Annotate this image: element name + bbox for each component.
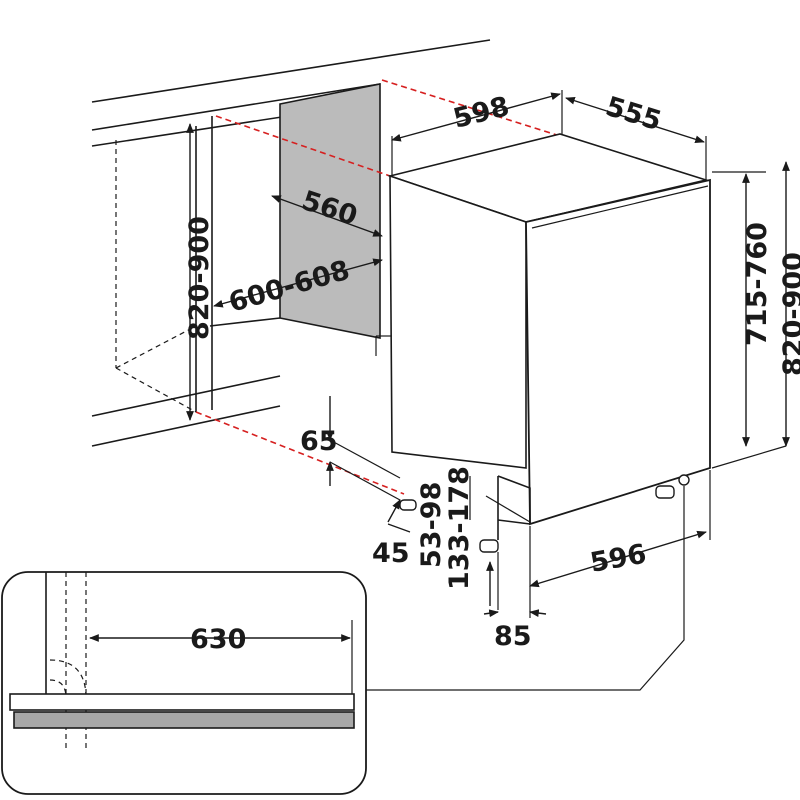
dimension-labels: 820-900 560 600-608 598 555 715-760 820-… xyxy=(184,91,800,655)
foot-rear-left xyxy=(399,499,417,511)
foot-front-right xyxy=(655,485,675,499)
label-door-offset: 85 xyxy=(494,621,532,652)
label-foot-adjust-b: 133-178 xyxy=(444,466,475,590)
foot-front-left xyxy=(479,539,499,553)
label-body-height: 715-760 xyxy=(742,222,773,346)
plinth-board xyxy=(13,711,355,729)
label-appliance-depth: 555 xyxy=(602,91,665,137)
label-appliance-width: 598 xyxy=(450,91,512,135)
label-total-height: 820-900 xyxy=(778,252,800,376)
dimension-lines xyxy=(186,90,790,691)
dishwasher-door xyxy=(525,178,711,526)
detail-inset xyxy=(1,571,367,795)
label-kick-a: 65 xyxy=(300,426,338,457)
label-foot-adjust-a: 53-98 xyxy=(416,482,447,568)
label-detail-width: 630 xyxy=(190,624,246,655)
label-door-width: 596 xyxy=(588,539,649,579)
label-niche-height: 820-900 xyxy=(184,216,215,340)
dishwasher-body xyxy=(387,133,711,553)
adjust-screw-icon xyxy=(678,474,690,486)
label-kick-b: 45 xyxy=(372,538,410,569)
detail-frame xyxy=(1,571,367,795)
